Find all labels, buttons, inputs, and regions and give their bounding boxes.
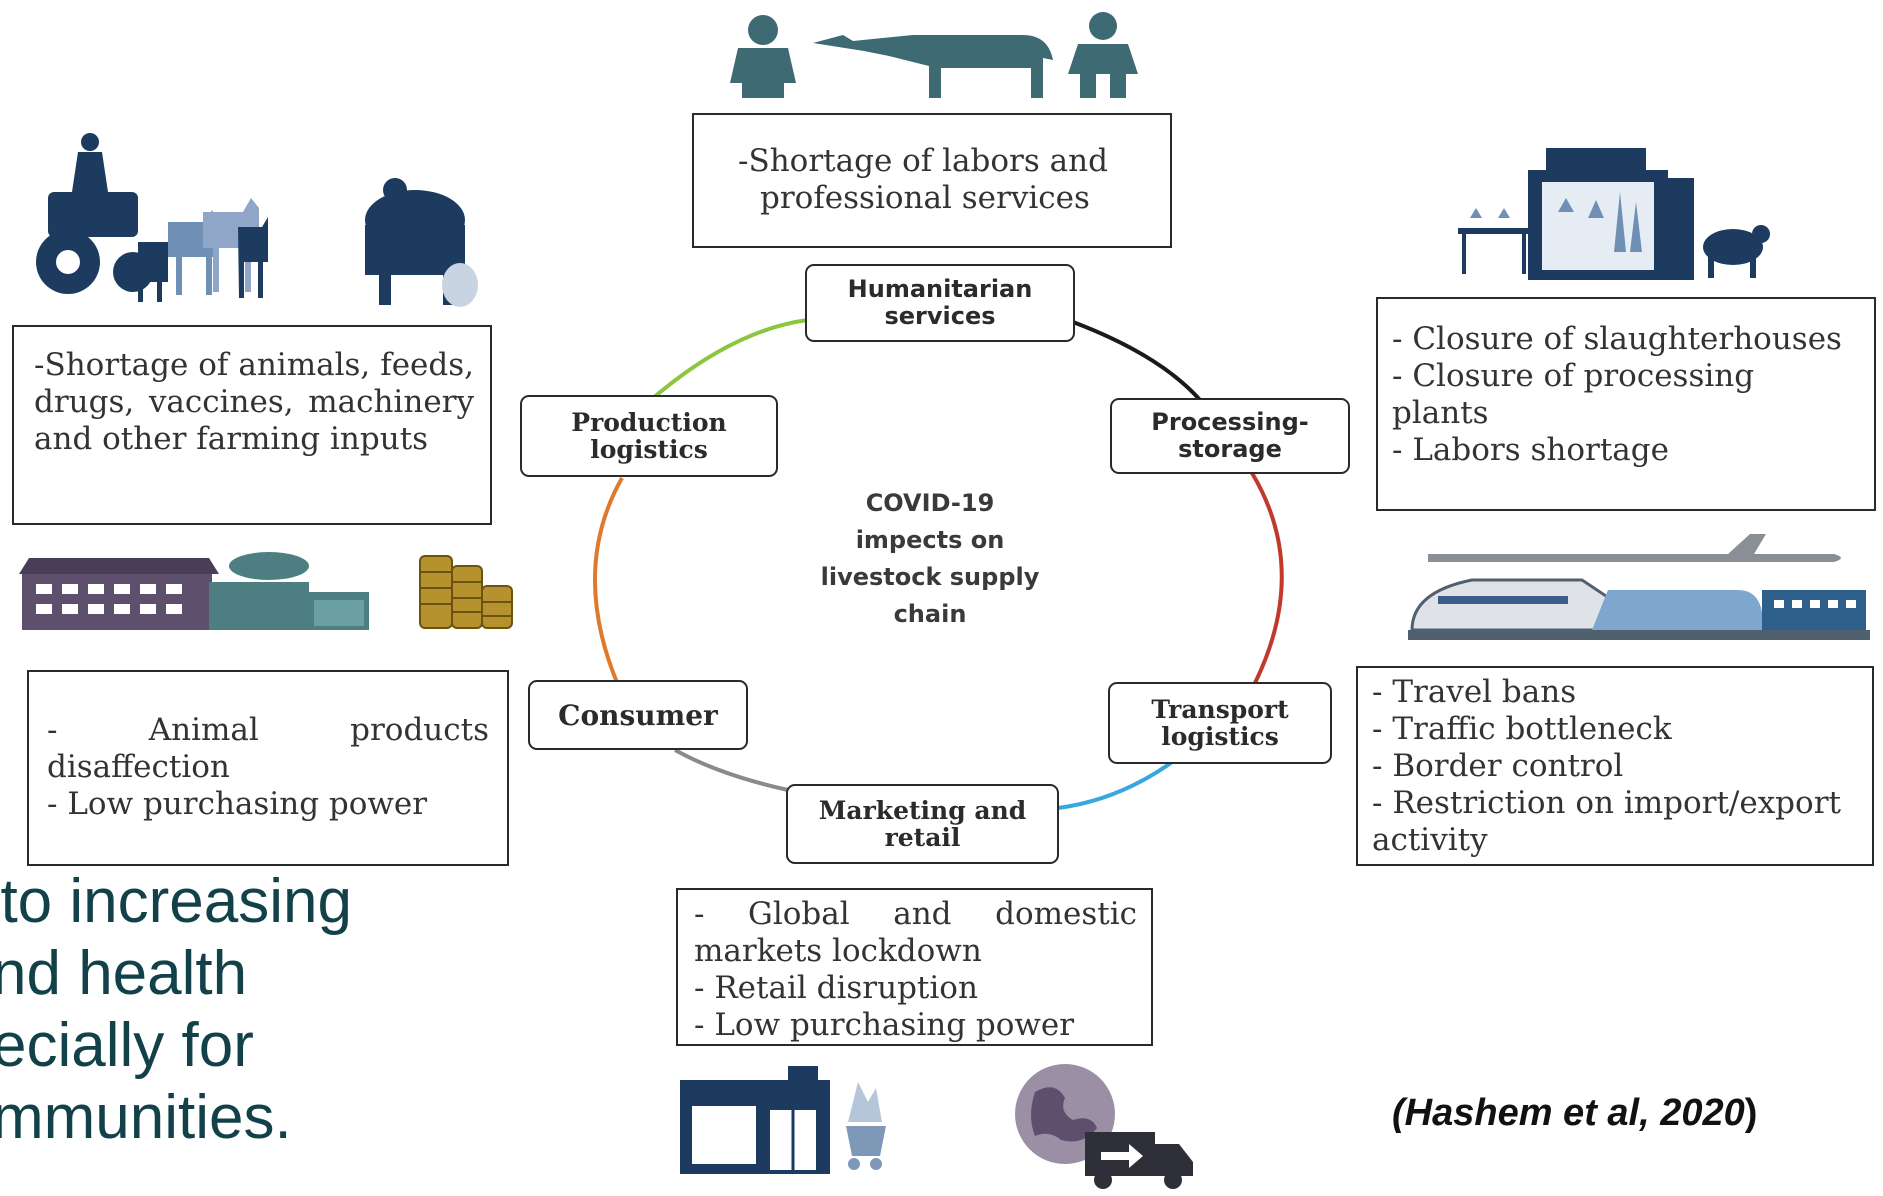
node-label: storage [1178, 435, 1282, 463]
box-line: - Labors shortage [1392, 432, 1669, 468]
slide-text-line: nd health [0, 939, 248, 1008]
node-label: Processing- [1151, 408, 1309, 436]
node-consumer: Consumer [528, 680, 748, 750]
citation-paren: ) [1744, 1092, 1758, 1134]
farmer-cow-farmer-icon [730, 12, 1138, 98]
center-line: impects on [855, 526, 1005, 554]
arc-processing-transport [1250, 471, 1284, 684]
slide-text-line: t to increasing [0, 867, 352, 936]
center-line: chain [893, 600, 967, 628]
node-label: logistics [590, 435, 708, 464]
node-label: Humanitarian [847, 275, 1033, 303]
box-line: - Travel bans [1372, 674, 1577, 710]
box-line: professional services [760, 180, 1090, 216]
box-line: - Border control [1372, 748, 1624, 784]
arc-humanitarian-processing [1072, 320, 1202, 402]
slide-body-text: t to increasing nd health ecially for mm… [0, 866, 426, 1154]
center-label: COVID-19 impects on livestock supply cha… [770, 485, 1090, 633]
arc-marketing-consumer [674, 748, 789, 792]
warehouse-icon [19, 552, 369, 630]
center-line: livestock supply [820, 563, 1040, 591]
coins-icon [419, 555, 513, 629]
box-line: - Global and domestic markets lockdown [694, 896, 1137, 969]
box-line: - Traffic bottleneck [1372, 711, 1672, 747]
node-label: Marketing and [818, 796, 1027, 825]
tractor-goats-icon [36, 133, 268, 302]
slaughterhouse-icon [1458, 148, 1770, 280]
center-line: COVID-19 [865, 489, 995, 517]
node-label: retail [884, 823, 961, 852]
box-line: - Low purchasing power [47, 786, 428, 822]
cows-icon [365, 178, 478, 307]
node-label: services [884, 302, 996, 330]
box-line: - Restriction on import/export activity [1372, 785, 1841, 858]
node-label: Transport [1151, 695, 1289, 724]
box-line: - Low purchasing power [694, 1007, 1075, 1043]
arc-consumer-production [592, 477, 624, 686]
box-line: - Closure of processing plants [1392, 358, 1755, 431]
box-processing-impacts: - Closure of slaughterhouses - Closure o… [1376, 297, 1876, 511]
box-marketing-impacts: - Global and domestic markets lockdown -… [676, 888, 1153, 1046]
node-label: logistics [1161, 722, 1279, 751]
box-consumer-impacts: - Animal products disaffection - Low pur… [27, 670, 509, 866]
box-line: - Closure of slaughterhouses [1392, 321, 1842, 357]
supermarket-icon [680, 1066, 886, 1174]
box-line: - Retail disruption [694, 970, 978, 1006]
globe-truck-icon [1015, 1064, 1193, 1189]
box-production-impacts: -Shortage of animals, feeds, drugs, vacc… [12, 325, 492, 525]
node-label: Consumer [558, 698, 718, 732]
plane-train-ship-icon [1408, 534, 1870, 640]
box-humanitarian-impacts: -Shortage of labors and professional ser… [692, 113, 1172, 248]
slide-text-line: mmunities. [0, 1083, 292, 1152]
node-label: Production [571, 408, 727, 437]
box-text: -Shortage of animals, feeds, drugs, vacc… [34, 347, 474, 457]
citation-text: (Hashem et al, 2020 [1392, 1092, 1745, 1134]
box-transport-impacts: - Travel bans - Traffic bottleneck - Bor… [1356, 666, 1874, 866]
box-line: -Shortage of labors and [738, 143, 1108, 179]
slide-text-line: ecially for [0, 1011, 254, 1080]
citation: (Hashem et al, 2020) [1392, 1092, 1757, 1135]
arc-production-humanitarian [643, 318, 809, 407]
box-line: - Animal products disaffection [47, 712, 489, 785]
node-processing-storage: Processing-storage [1110, 398, 1350, 474]
arc-transport-marketing [1057, 758, 1177, 810]
